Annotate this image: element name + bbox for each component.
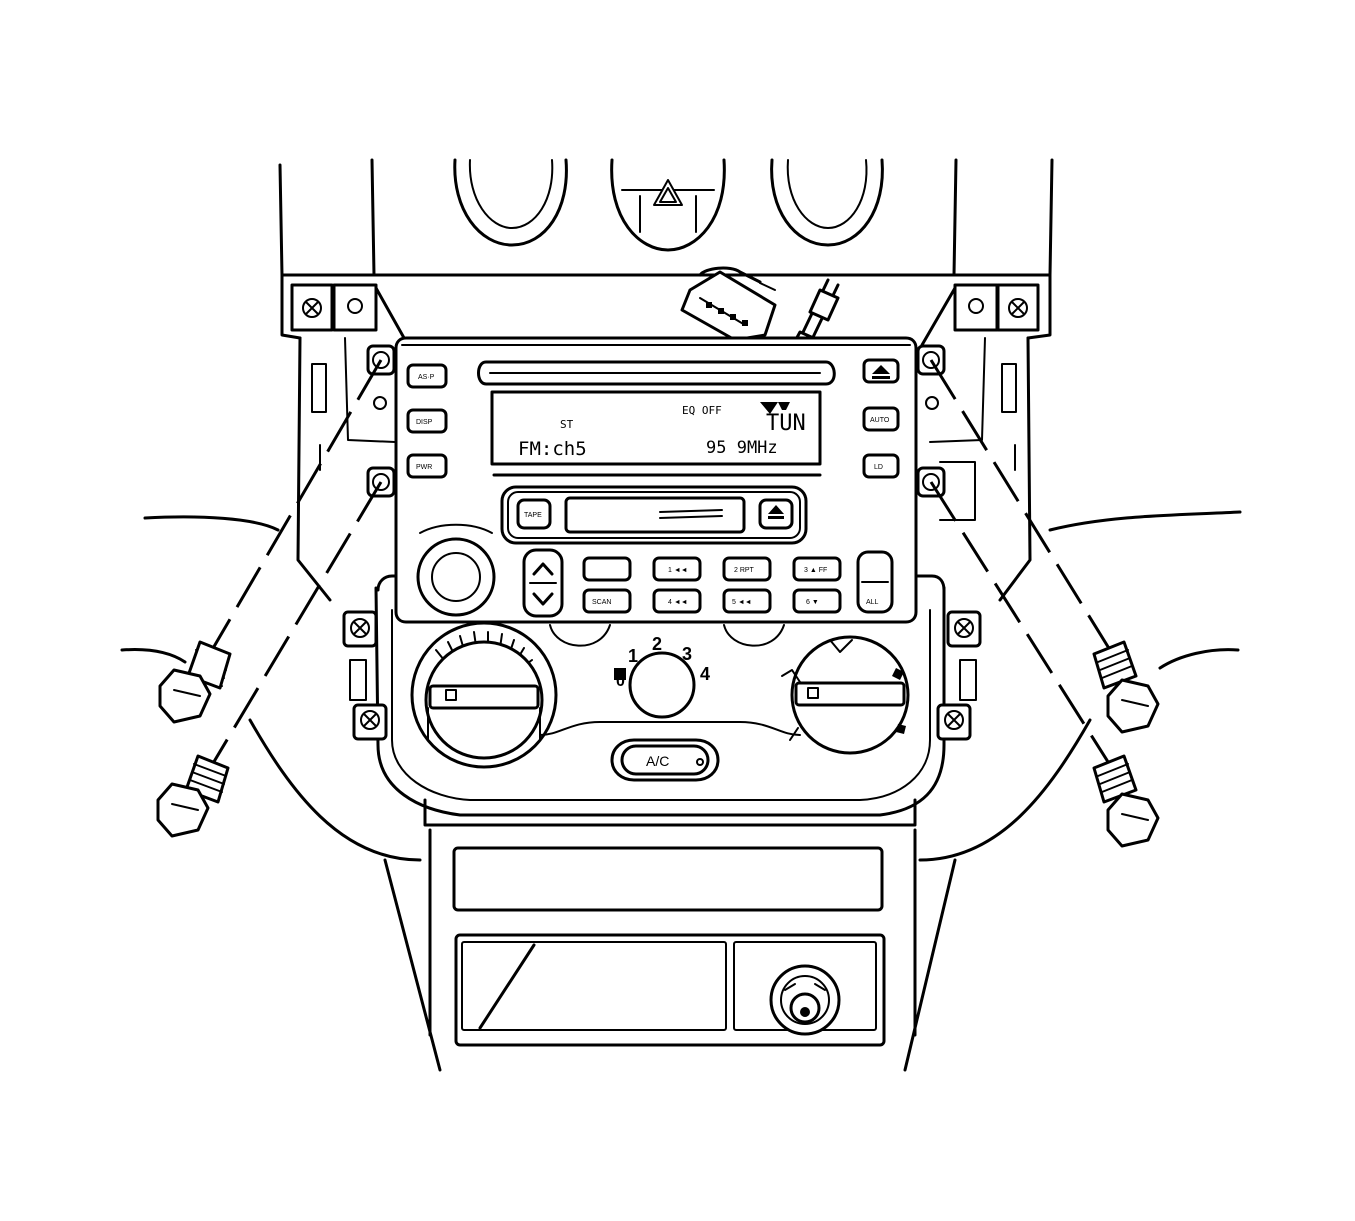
- fan-speed-1-label: 1: [628, 646, 638, 666]
- hvac-control-panel: [342, 574, 982, 827]
- ashtray-compartment[interactable]: [461, 941, 727, 1031]
- hazard-switch[interactable]: [610, 158, 726, 252]
- preset-button-row-1[interactable]: 1 ◄◄ 2 RPT 3 ▲ FF: [582, 556, 842, 582]
- svg-text:TAPE: TAPE: [524, 512, 542, 519]
- cassette-play-button[interactable]: [516, 498, 552, 530]
- mode-indicator: TUN: [766, 411, 806, 436]
- fan-speed-0-label: 0: [616, 673, 625, 690]
- svg-text:3 ▲ FF: 3 ▲ FF: [804, 567, 827, 574]
- svg-text:5 ◄◄: 5 ◄◄: [732, 599, 752, 606]
- svg-text:ALL: ALL: [866, 599, 879, 606]
- side-panels: [120, 510, 1242, 862]
- radio-display: ST EQ OFF TUN FM:ch5 95 9MHz: [490, 390, 822, 466]
- installation-guide-lines: [210, 359, 1112, 766]
- trim-screw-tab-left-1: [290, 283, 334, 332]
- mounting-bolt-lower-left: [156, 754, 230, 838]
- eq-status: EQ OFF: [682, 404, 722, 417]
- radio-left-button-2[interactable]: DISP: [406, 408, 448, 434]
- band-label: FM:ch5: [518, 438, 587, 460]
- seek-rocker-button[interactable]: [522, 548, 564, 618]
- fan-icon: [614, 668, 626, 680]
- power-outlet-icon[interactable]: [769, 964, 841, 1036]
- fan-speed-3-label: 3: [682, 644, 692, 664]
- volume-balance-button[interactable]: ALL: [856, 550, 894, 614]
- stereo-indicator: ST: [560, 418, 574, 431]
- mounting-bolt-lower-right: [1092, 754, 1160, 848]
- svg-text:DISP: DISP: [416, 419, 433, 426]
- fan-speed-dial[interactable]: 0 1 2 3 4: [614, 634, 710, 719]
- radio-right-button-3[interactable]: LD: [862, 453, 900, 479]
- svg-text:SCAN: SCAN: [592, 599, 611, 606]
- svg-text:2 RPT: 2 RPT: [734, 567, 755, 574]
- ac-button[interactable]: A/C: [610, 738, 720, 782]
- svg-text:4 ◄◄: 4 ◄◄: [668, 599, 688, 606]
- radio-eject-button[interactable]: [862, 358, 900, 384]
- svg-text:AS·P: AS·P: [418, 374, 435, 381]
- radio-harness-connector: [680, 266, 777, 342]
- cassette-deck[interactable]: TAPE: [500, 485, 808, 545]
- volume-knob[interactable]: [416, 523, 496, 617]
- cassette-slot[interactable]: [564, 496, 746, 534]
- ac-button-label: A/C: [646, 753, 669, 769]
- svg-text:PWR: PWR: [416, 464, 432, 471]
- lower-console: [383, 828, 957, 1072]
- signal-icon: [760, 402, 778, 414]
- radio-right-button-2[interactable]: AUTO: [862, 406, 900, 432]
- frequency-readout: 95 9MHz: [706, 438, 778, 458]
- radio-left-button-1[interactable]: AS·P: [406, 363, 448, 389]
- radio-head-unit: AS·P DISP PWR AUTO LD ST EQ OFF: [394, 336, 918, 624]
- cd-slot[interactable]: [477, 360, 836, 386]
- fan-speed-4-label: 4: [700, 664, 710, 684]
- mounting-bolt-upper-left: [158, 640, 232, 724]
- center-trim-panel: [280, 273, 1052, 602]
- svg-text:AUTO: AUTO: [870, 417, 890, 424]
- svg-text:1 ◄◄: 1 ◄◄: [668, 567, 688, 574]
- storage-pocket[interactable]: [452, 846, 884, 912]
- airflow-mode-dial[interactable]: [781, 635, 910, 755]
- mounting-bolt-upper-right: [1092, 640, 1160, 734]
- svg-text:6 ▼: 6 ▼: [806, 599, 819, 606]
- temperature-dial[interactable]: [410, 621, 558, 769]
- fan-speed-2-label: 2: [652, 634, 662, 654]
- ac-indicator-light: [696, 758, 704, 766]
- radio-left-button-3[interactable]: PWR: [406, 453, 448, 479]
- upper-dash: [278, 158, 1054, 277]
- preset-button-row-2[interactable]: SCAN 4 ◄◄ 5 ◄◄ 6 ▼: [582, 588, 842, 614]
- svg-text:LD: LD: [874, 464, 883, 471]
